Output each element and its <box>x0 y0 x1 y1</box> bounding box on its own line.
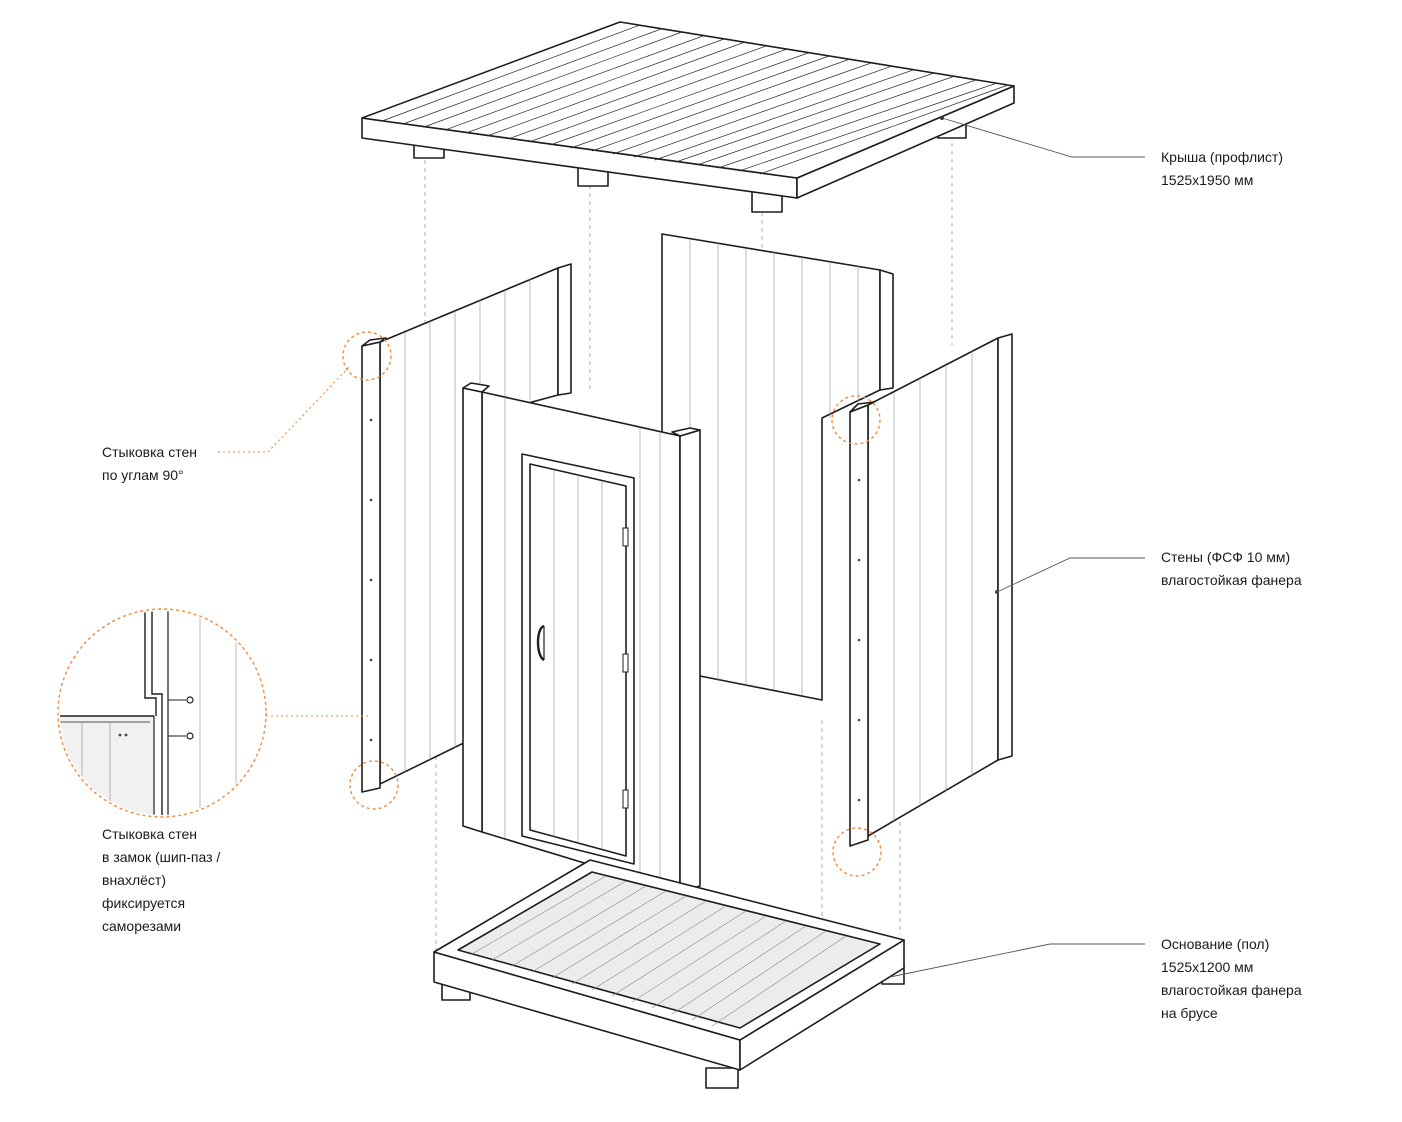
roof-label: Крыша (профлист) 1525х1950 мм <box>1161 146 1283 192</box>
roof-panel <box>361 21 1015 213</box>
lock-joint-label-line4: фиксируется <box>102 895 186 911</box>
back-wall-panel <box>661 233 894 701</box>
floor-base <box>433 859 905 1089</box>
corner-joint-label-line2: по углам 90° <box>102 467 184 483</box>
walls-label: Стены (ФСФ 10 мм) влагостойкая фанера <box>1161 546 1302 592</box>
base-label-support: на брусе <box>1161 1005 1218 1021</box>
corner-joint-markers <box>342 331 882 877</box>
base-label-material: влагостойкая фанера <box>1161 982 1302 998</box>
lock-joint-label-line5: саморезами <box>102 918 182 934</box>
base-label-size: 1525х1200 мм <box>1161 959 1254 975</box>
roof-label-size: 1525х1950 мм <box>1161 172 1254 188</box>
lock-joint-detail <box>57 608 267 818</box>
base-label-title: Основание (пол) <box>1161 936 1270 952</box>
corner-joint-label-line1: Стыковка стен <box>102 444 197 460</box>
base-label: Основание (пол) 1525х1200 мм влагостойка… <box>1161 933 1302 1025</box>
lock-joint-label-line2: в замок (шип-паз / <box>102 849 221 865</box>
roof-label-title: Крыша (профлист) <box>1161 149 1284 165</box>
lock-joint-label-line3: внахлёст) <box>102 872 166 888</box>
walls-label-title: Стены (ФСФ 10 мм) <box>1161 549 1291 565</box>
corner-joint-label: Стыковка стен по углам 90° <box>102 441 197 487</box>
lock-joint-label: Стыковка стен в замок (шип-паз / внахлёс… <box>102 823 220 938</box>
callout-leaders <box>218 117 1145 978</box>
walls-label-material: влагостойкая фанера <box>1161 572 1302 588</box>
lock-joint-label-line1: Стыковка стен <box>102 826 197 842</box>
right-wall-panel <box>849 333 1013 847</box>
front-wall-panel <box>462 382 701 893</box>
